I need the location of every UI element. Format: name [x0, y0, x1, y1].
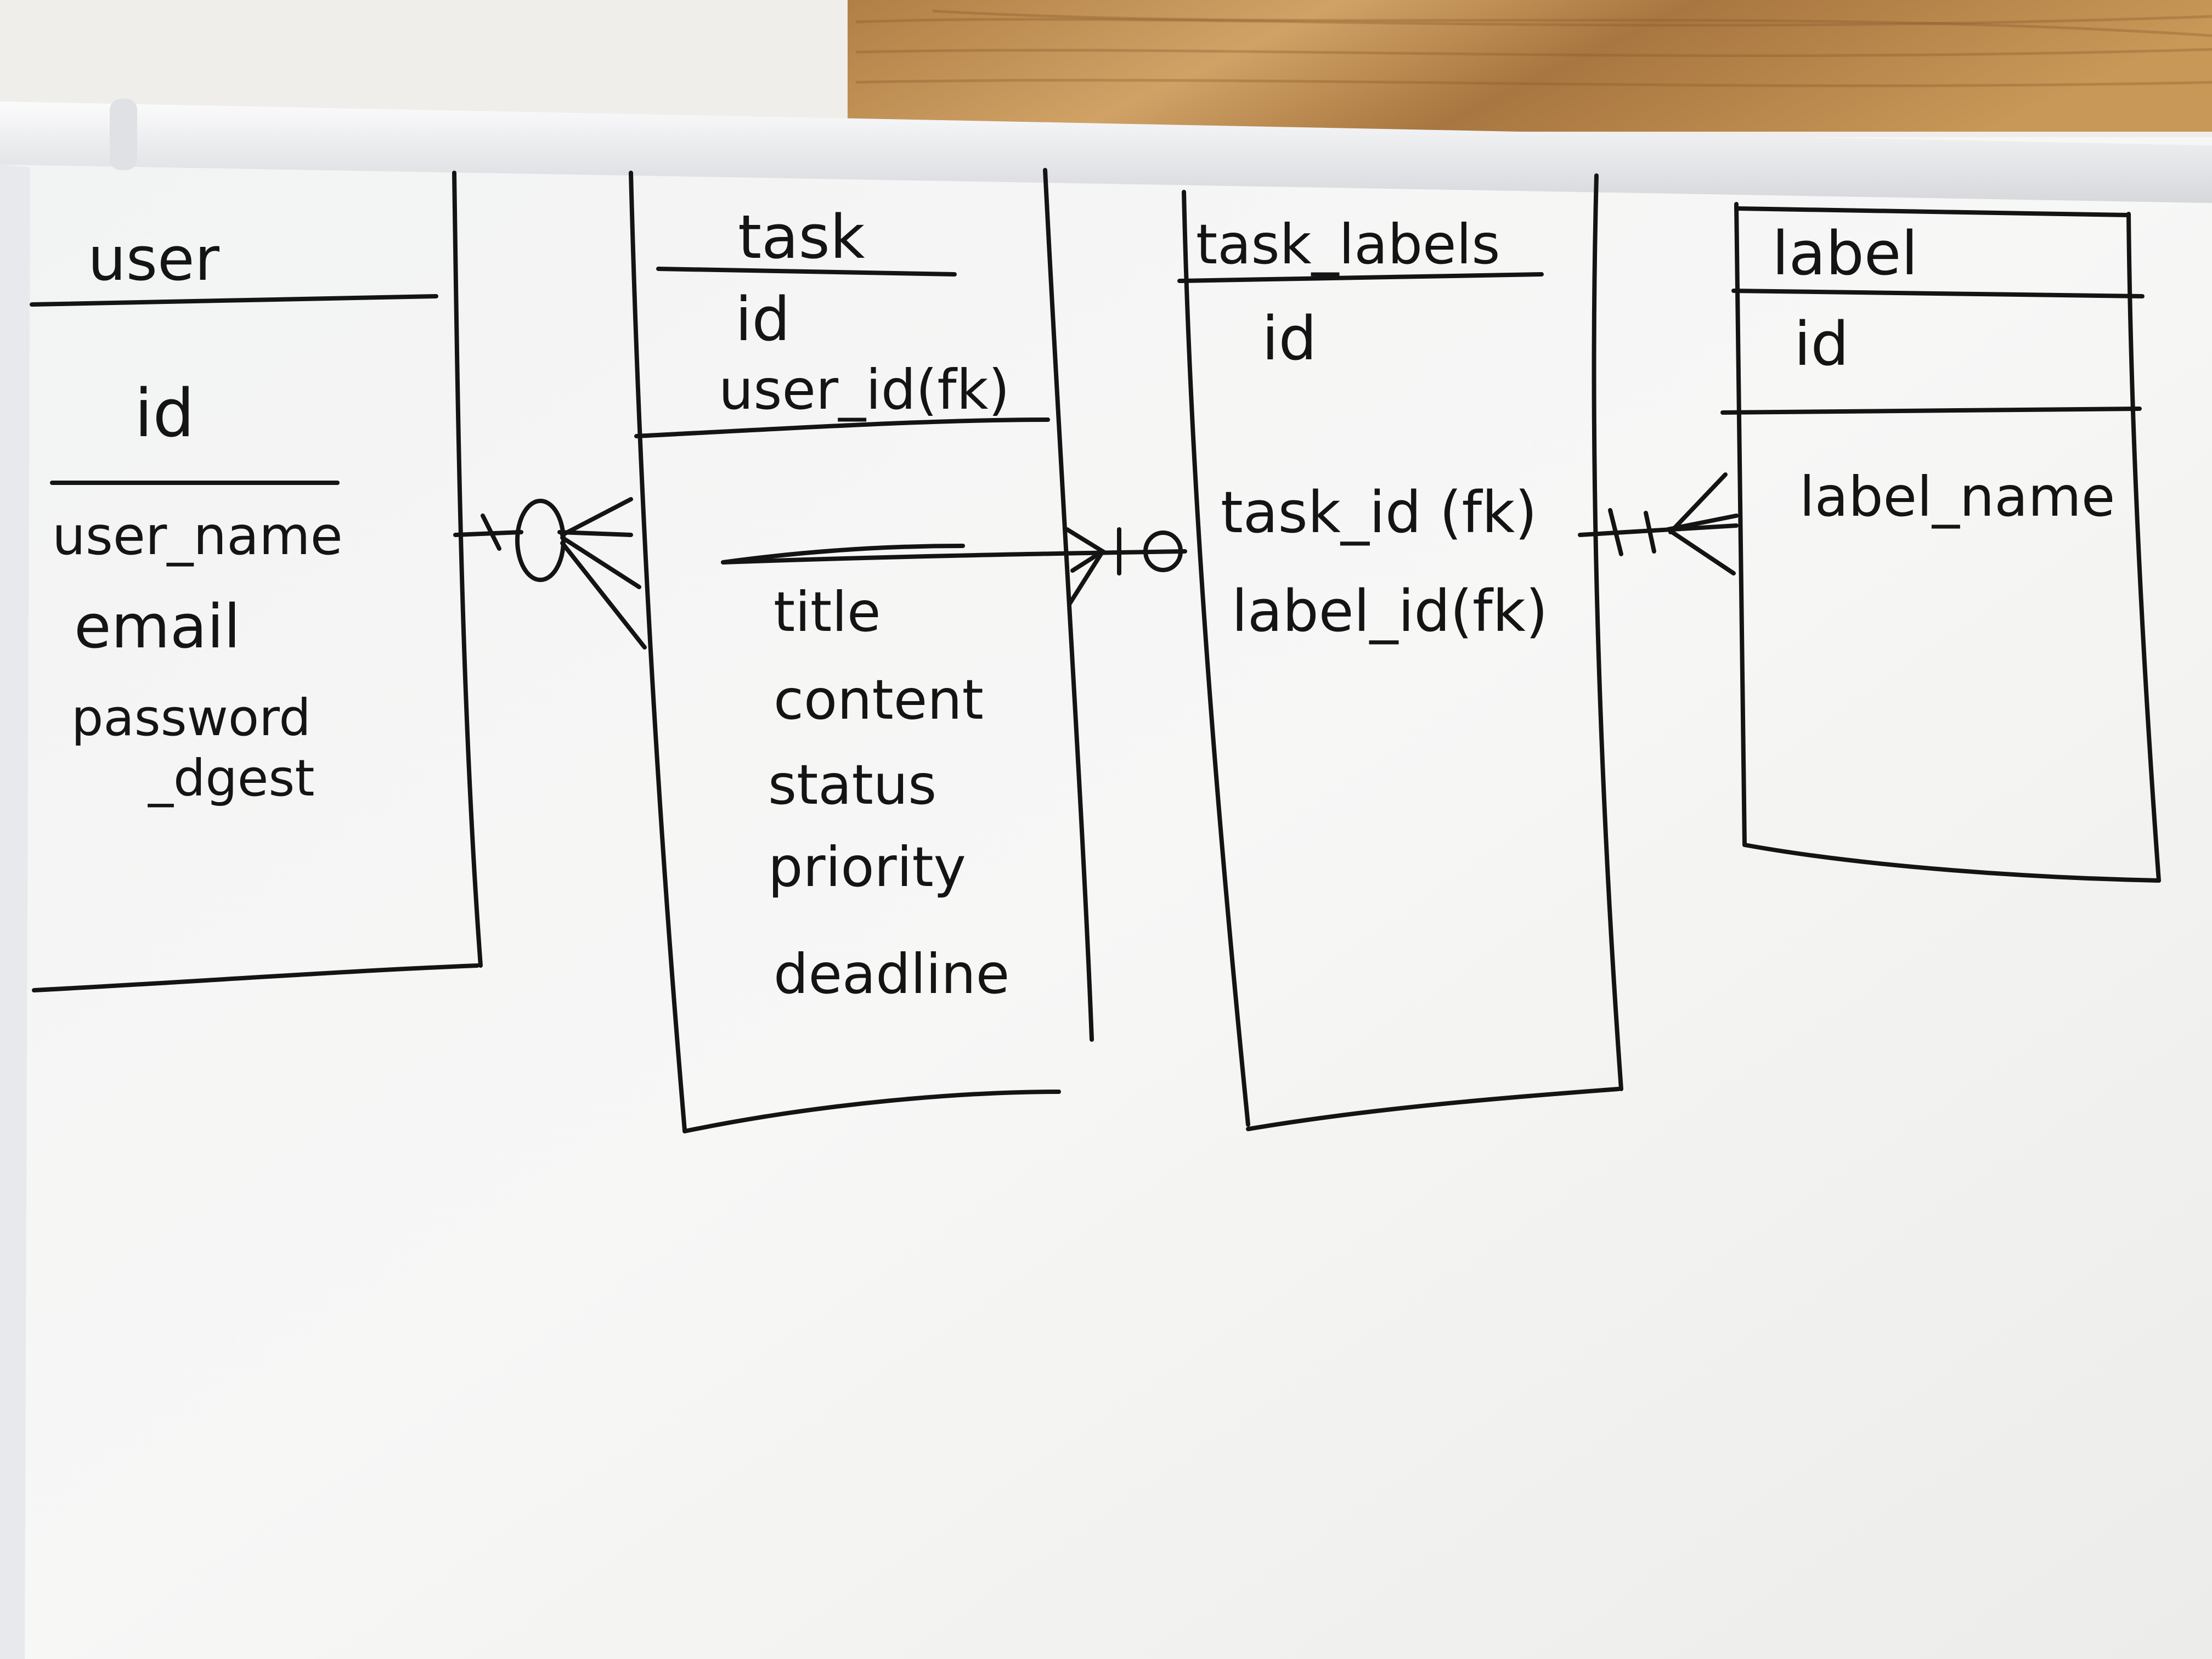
relationship-user-task [453, 497, 647, 650]
label-box-right-edge [2126, 212, 2161, 883]
connector-line [1578, 523, 1739, 537]
task-field: priority [768, 835, 966, 899]
label-entity-name: label [1772, 218, 1918, 289]
task-field: title [774, 580, 881, 644]
frame-corner [110, 99, 137, 170]
task-entity-name: task [738, 202, 865, 272]
user-field: password [71, 689, 311, 747]
entity-task [629, 168, 1094, 1133]
user-box-bottom-edge [32, 963, 479, 992]
task-inner-divider [721, 544, 965, 565]
wood-grain [855, 9, 2212, 87]
task-labels-box-left-edge [1182, 190, 1250, 1127]
task-field: status [768, 753, 936, 817]
task-labels-box-right-edge [1592, 173, 1623, 1091]
label-box-bottom-edge [1742, 843, 2161, 883]
relationship-task-labels-label [1578, 472, 1739, 575]
user-entity-name: user [88, 224, 220, 294]
task-labels-pk: id [1262, 303, 1317, 374]
user-field: user_name [52, 505, 343, 567]
user-box-right-edge [452, 171, 483, 968]
crows-foot-marker [557, 497, 647, 650]
connector-line [453, 530, 523, 537]
task-box-right-edge [1043, 168, 1094, 1042]
entity-user [30, 171, 483, 992]
user-field: _dgest [148, 749, 314, 808]
task-labels-box-bottom-edge [1246, 1087, 1621, 1131]
label-pk: id [1794, 309, 1849, 379]
task-box-bottom-edge [682, 1090, 1061, 1133]
task-fields: title content status priority deadline [768, 580, 1009, 1006]
connector-line [721, 549, 1187, 565]
task-pk: id [735, 284, 790, 354]
task-field: deadline [774, 942, 1009, 1006]
zero-circle-marker [1143, 531, 1183, 572]
one-bar-marker [1644, 511, 1656, 554]
task-field: content [774, 668, 984, 732]
task-labels-field: label_id(fk) [1232, 578, 1548, 645]
user-field: email [74, 591, 240, 662]
task-fk: user_id(fk) [719, 358, 1010, 422]
crows-foot-marker [1065, 527, 1106, 606]
crows-foot-marker [1666, 472, 1739, 575]
relationship-task-task-labels [721, 527, 1187, 606]
label-box-left-edge [1734, 202, 1747, 847]
entity-task-labels [1177, 173, 1623, 1131]
entity-label [1720, 202, 2161, 883]
whiteboard-frame-left [0, 165, 30, 1659]
user-pk: id [134, 376, 195, 452]
whiteboard-surface [8, 137, 2212, 1659]
label-fields: label_name [1799, 465, 2115, 529]
wooden-desk [848, 0, 2212, 132]
label-pk-divider [1720, 407, 2142, 415]
task-labels-fields: task_id (fk) label_id(fk) [1221, 479, 1548, 645]
whiteboard-frame-top [0, 101, 2212, 203]
label-field: label_name [1799, 465, 2115, 529]
task-labels-entity-name: task_labels [1196, 212, 1500, 276]
user-fields: user_name email password _dgest [52, 505, 343, 808]
task-box-left-edge [629, 171, 687, 1132]
label-header-divider [1731, 289, 2145, 298]
label-box-top-edge [1734, 206, 2131, 217]
task-labels-field: task_id (fk) [1221, 479, 1537, 546]
task-labels-header-divider [1177, 272, 1544, 283]
task-header-divider [656, 267, 957, 276]
user-header-divider [30, 294, 438, 307]
one-bar-marker [1608, 508, 1623, 556]
task-fk-divider [634, 417, 1050, 438]
